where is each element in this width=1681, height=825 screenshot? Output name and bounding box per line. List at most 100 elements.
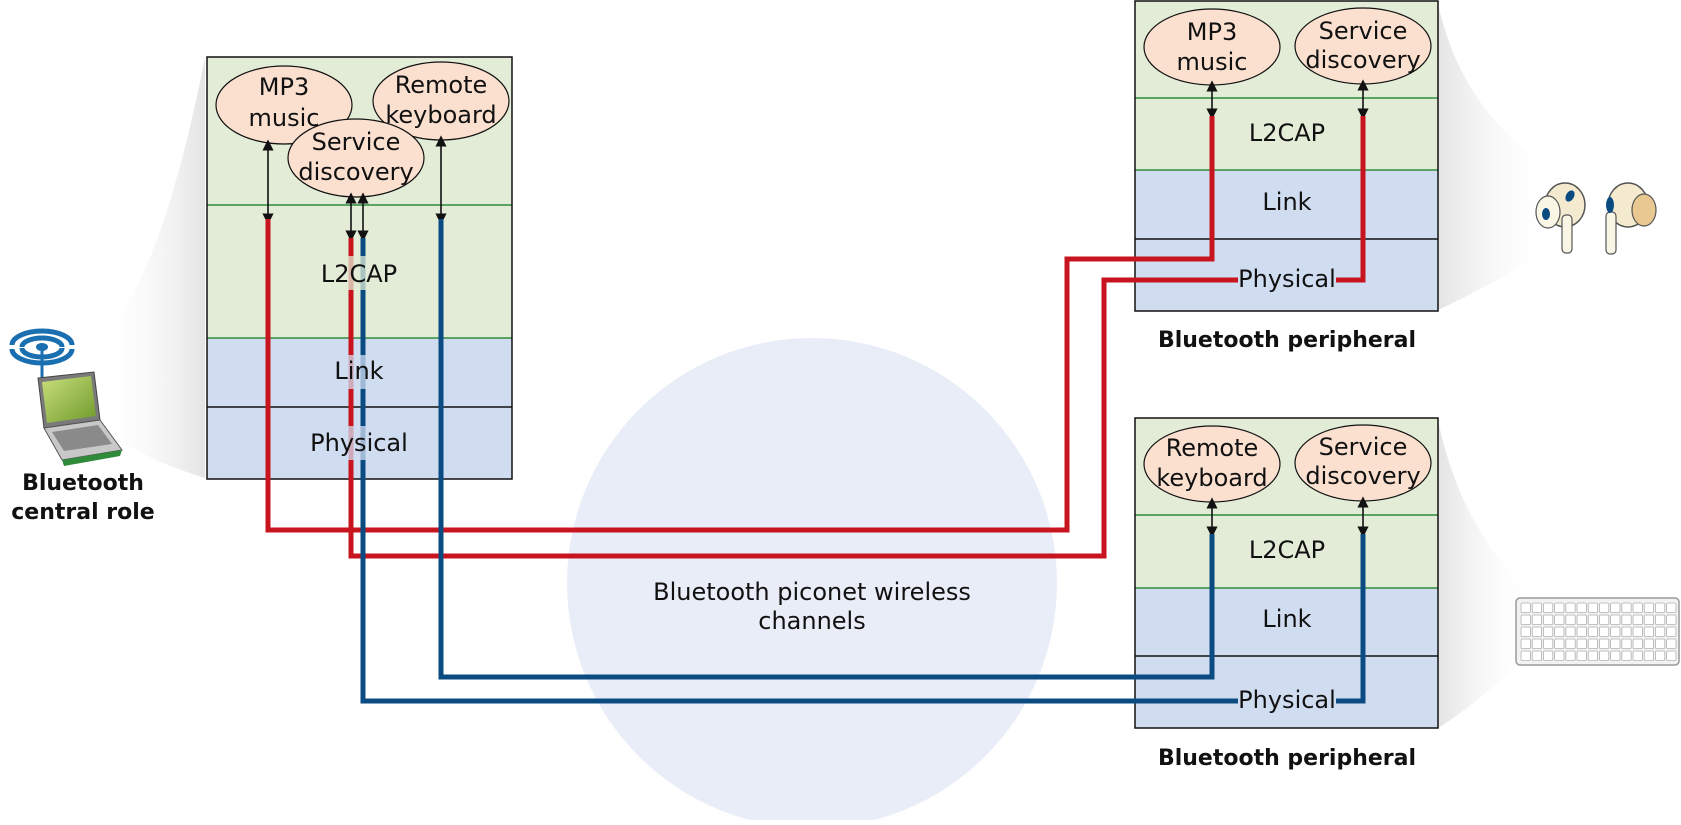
keyboard-key xyxy=(1655,614,1666,626)
central-caption-line2: central role xyxy=(11,500,154,525)
keyboard-key xyxy=(1599,650,1610,662)
keyboard-key xyxy=(1520,626,1531,638)
keyboard-key xyxy=(1610,650,1621,662)
keyboard-key xyxy=(1543,614,1554,626)
central-app-label: Service xyxy=(312,128,401,156)
keyboard-key xyxy=(1643,638,1654,650)
keyboard-key xyxy=(1531,626,1542,638)
peripheral-bottom-physical-label: Physical xyxy=(1238,686,1336,714)
peripheral-bottom-app-label: discovery xyxy=(1305,462,1420,490)
keyboard-key xyxy=(1576,626,1587,638)
peripheral-top-app-label: music xyxy=(1177,48,1248,76)
keyboard-key xyxy=(1587,626,1598,638)
keyboard-key xyxy=(1587,638,1598,650)
keyboard-key xyxy=(1587,614,1598,626)
keyboard-key xyxy=(1565,638,1576,650)
central-app-label: MP3 xyxy=(259,73,309,101)
keyboard-key xyxy=(1531,602,1542,614)
piconet-label-line2: channels xyxy=(758,607,865,635)
keyboard-key xyxy=(1565,626,1576,638)
keyboard-key xyxy=(1543,626,1554,638)
keyboard-key xyxy=(1655,602,1666,614)
keyboard-key xyxy=(1610,626,1621,638)
keyboard-key xyxy=(1666,650,1677,662)
central-app-label: music xyxy=(249,104,320,132)
keyboard-key xyxy=(1666,614,1677,626)
keyboard-key xyxy=(1666,602,1677,614)
peripheral-bottom-app-label: keyboard xyxy=(1156,464,1267,492)
keyboard-key xyxy=(1666,626,1677,638)
keyboard-key xyxy=(1643,614,1654,626)
peripheral-bottom-l2cap-label: L2CAP xyxy=(1249,536,1325,564)
keyboard-key xyxy=(1643,626,1654,638)
keyboard-key xyxy=(1632,638,1643,650)
central-stack: MP3 music Remote keyboard Service discov… xyxy=(206,56,513,480)
keyboard-key xyxy=(1621,638,1632,650)
red-channel-service-discovery-peer xyxy=(1336,116,1366,283)
peripheral-top-l2cap-label: L2CAP xyxy=(1249,119,1325,147)
keyboard-key xyxy=(1643,650,1654,662)
keyboard-key xyxy=(1599,614,1610,626)
keyboard-key xyxy=(1520,638,1531,650)
keyboard-key xyxy=(1610,602,1621,614)
piconet-label-line1: Bluetooth piconet wireless xyxy=(653,578,971,606)
keyboard-key xyxy=(1565,602,1576,614)
keyboard-key xyxy=(1554,626,1565,638)
keyboard-key xyxy=(1554,602,1565,614)
central-physical-label-overlay: Physical xyxy=(310,429,408,457)
keyboard-key xyxy=(1621,602,1632,614)
keyboard-key xyxy=(1520,614,1531,626)
keyboard-key xyxy=(1576,638,1587,650)
central-app-mp3-music xyxy=(215,65,353,145)
keyboard-key xyxy=(1554,638,1565,650)
keyboard-key xyxy=(1565,614,1576,626)
peripheral-top-physical-label: Physical xyxy=(1238,265,1336,293)
keyboard-key xyxy=(1543,638,1554,650)
keyboard-key xyxy=(1565,650,1576,662)
peripheral-top-halo xyxy=(1438,3,1555,310)
blue-channels xyxy=(360,219,1366,704)
keyboard-key xyxy=(1643,602,1654,614)
peripheral-top-app-label: discovery xyxy=(1305,46,1420,74)
keyboard-key xyxy=(1632,650,1643,662)
earbuds-icon xyxy=(1535,182,1657,255)
peripheral-bottom-link-label: Link xyxy=(1262,605,1311,633)
red-channel-mp3 xyxy=(265,116,1215,533)
central-app-label: Remote xyxy=(395,71,488,99)
keyboard-key xyxy=(1531,638,1542,650)
peripheral-top-link-label: Link xyxy=(1262,188,1311,216)
keyboard-key xyxy=(1531,650,1542,662)
keyboard-key xyxy=(1543,650,1554,662)
keyboard-key xyxy=(1655,638,1666,650)
keyboard-key xyxy=(1655,626,1666,638)
keyboard-key xyxy=(1576,614,1587,626)
peripheral-top-app-label: MP3 xyxy=(1187,18,1237,46)
keyboard-key xyxy=(1543,602,1554,614)
keyboard-key xyxy=(1599,638,1610,650)
keyboard-key xyxy=(1632,602,1643,614)
keyboard-key xyxy=(1554,650,1565,662)
keyboard-key xyxy=(1666,638,1677,650)
keyboard-key xyxy=(1576,650,1587,662)
keyboard-key xyxy=(1621,614,1632,626)
keyboard-key xyxy=(1554,614,1565,626)
central-caption-line1: Bluetooth xyxy=(22,471,144,496)
peripheral-bottom-caption: Bluetooth peripheral xyxy=(1158,746,1416,771)
peripheral-top-app-label: Service xyxy=(1319,17,1408,45)
blue-channel-keyboard xyxy=(438,219,1215,680)
keyboard-key xyxy=(1621,626,1632,638)
blue-channel-service-discovery-peer xyxy=(1336,534,1366,704)
keyboard-key xyxy=(1632,626,1643,638)
keyboard-key xyxy=(1520,650,1531,662)
central-link-label-overlay: Link xyxy=(334,357,383,385)
keyboard-key xyxy=(1610,614,1621,626)
central-halo xyxy=(94,58,205,478)
blue-channel-service-discovery xyxy=(360,238,1238,704)
peripheral-bottom-stack: Remote keyboard Service discovery L2CAP … xyxy=(1134,417,1439,729)
keyboard-key xyxy=(1655,650,1666,662)
keyboard-key xyxy=(1621,650,1632,662)
keyboard-key xyxy=(1520,602,1531,614)
peripheral-bottom-app-label: Remote xyxy=(1166,434,1259,462)
